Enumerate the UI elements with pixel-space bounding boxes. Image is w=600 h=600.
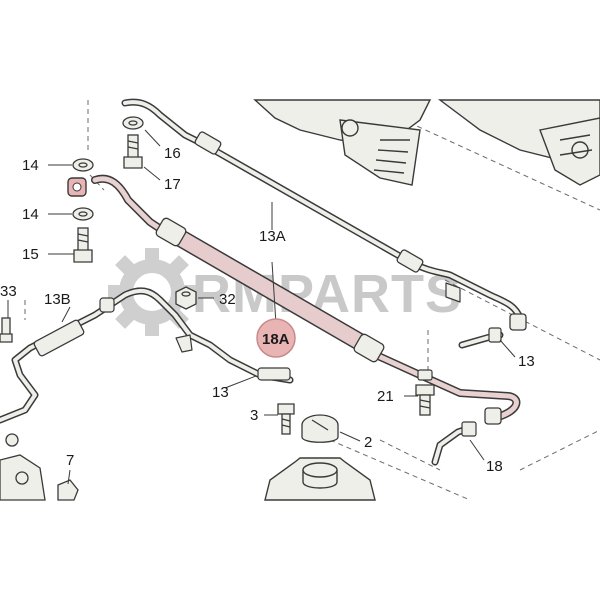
- pipe-13A: [121, 98, 527, 331]
- washer-16: [122, 116, 144, 130]
- callout-14b[interactable]: 14: [22, 206, 39, 223]
- bolt-15: [73, 227, 93, 263]
- callout-13A[interactable]: 13A: [259, 228, 286, 245]
- callout-16[interactable]: 16: [164, 145, 181, 162]
- callout-13-left[interactable]: 13: [212, 384, 229, 401]
- steering-rack: [253, 99, 600, 186]
- callout-17[interactable]: 17: [164, 176, 181, 193]
- callout-32[interactable]: 32: [219, 291, 236, 308]
- pipe-13B: [0, 287, 294, 424]
- hose-13-right: [458, 327, 504, 349]
- callout-18A[interactable]: 18A: [262, 331, 290, 348]
- reservoir: [264, 457, 376, 501]
- callout-18[interactable]: 18: [486, 458, 503, 475]
- callout-15[interactable]: 15: [22, 246, 39, 263]
- callout-13B[interactable]: 13B: [44, 291, 71, 308]
- pump-assembly: [0, 433, 79, 501]
- leader-lines: [7, 129, 516, 485]
- bolt-33: [0, 317, 13, 343]
- callout-13-right[interactable]: 13: [518, 353, 535, 370]
- washer-14b: [72, 207, 94, 221]
- hose-18: [431, 421, 477, 466]
- callout-14a[interactable]: 14: [22, 157, 39, 174]
- bolt-17: [123, 134, 143, 169]
- washer-14a: [72, 158, 94, 172]
- callout-7[interactable]: 7: [66, 452, 74, 469]
- bolt-21: [415, 384, 435, 416]
- callout-labels: 14 14 15 16 17 13A 18A 33 13B 32 13 13 2…: [0, 145, 535, 475]
- callout-2[interactable]: 2: [364, 434, 372, 451]
- callout-21[interactable]: 21: [377, 388, 394, 405]
- nut-32: [175, 286, 197, 310]
- pipe-18A: [67, 174, 521, 425]
- cap-2: [301, 414, 339, 443]
- highlight-badge: [256, 318, 296, 358]
- bolt-3: [277, 403, 295, 435]
- callout-33[interactable]: 33: [0, 283, 17, 300]
- callout-3[interactable]: 3: [250, 407, 258, 424]
